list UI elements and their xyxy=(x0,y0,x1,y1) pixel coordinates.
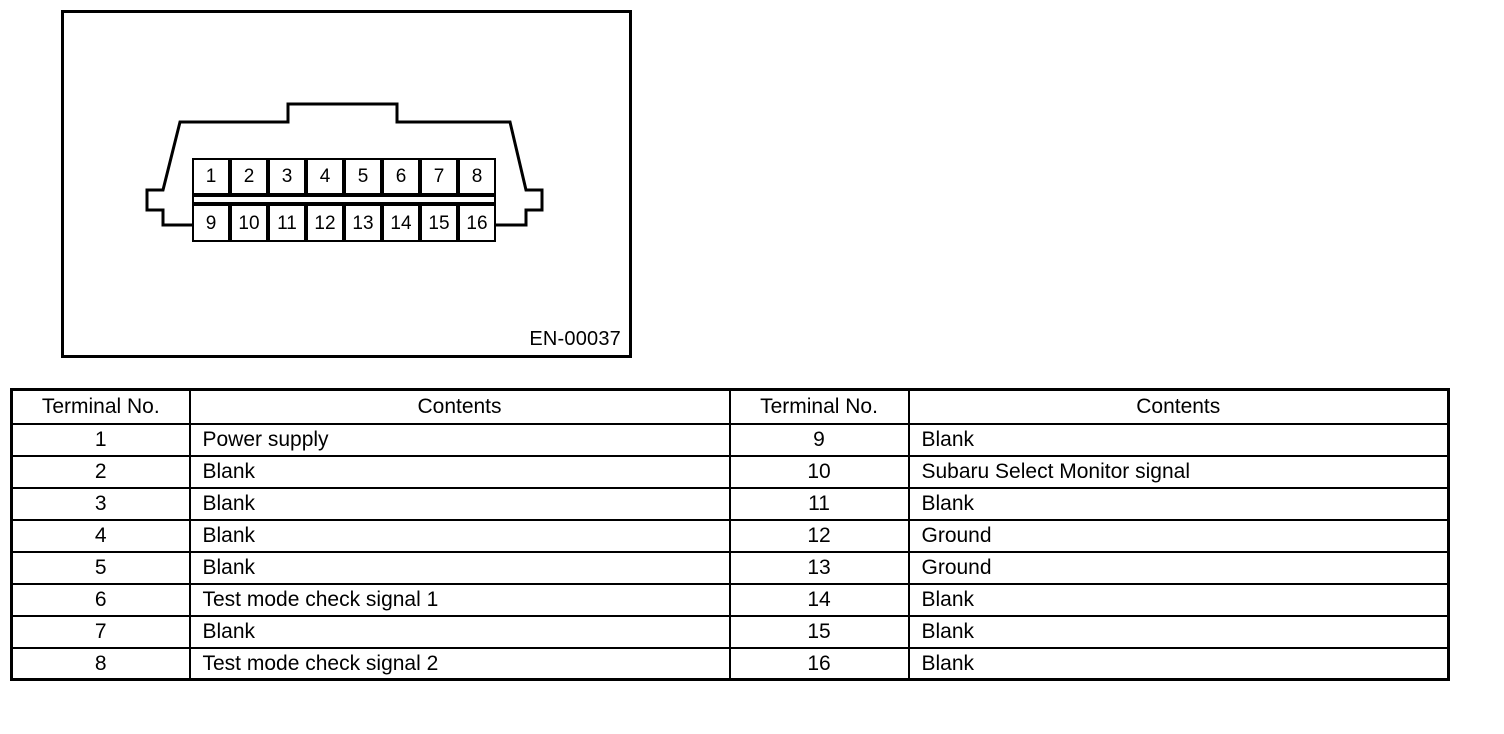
terminal-no-cell: 4 xyxy=(11,518,191,553)
contents-cell: Blank xyxy=(188,614,731,649)
pin-cell-14: 14 xyxy=(382,204,420,242)
terminal-no-cell: 10 xyxy=(728,454,910,489)
contents-cell: Blank xyxy=(188,454,731,489)
terminal-no-cell: 13 xyxy=(728,550,910,585)
terminal-contents-table: Terminal No. Contents Terminal No. Conte… xyxy=(10,388,1450,681)
contents-cell: Ground xyxy=(907,518,1449,553)
terminal-no-cell: 12 xyxy=(728,518,910,553)
terminal-no-cell: 6 xyxy=(11,582,191,617)
table-row: 1 Power supply 9 Blank xyxy=(11,422,1449,457)
pin-cell-13: 13 xyxy=(344,204,382,242)
pin-cell-6: 6 xyxy=(382,158,420,195)
terminal-no-cell: 2 xyxy=(11,454,191,489)
contents-cell: Test mode check signal 2 xyxy=(188,646,731,680)
terminal-no-cell: 7 xyxy=(11,614,191,649)
table-row: 8 Test mode check signal 2 16 Blank xyxy=(11,646,1449,680)
pin-cell-4: 4 xyxy=(306,158,344,195)
pin-cell-15: 15 xyxy=(420,204,458,242)
pin-row-divider xyxy=(192,195,496,204)
terminal-no-cell: 8 xyxy=(11,646,191,680)
pin-cell-12: 12 xyxy=(306,204,344,242)
pin-cell-1: 1 xyxy=(192,158,230,195)
header-contents-left: Contents xyxy=(188,389,731,425)
contents-cell: Blank xyxy=(188,550,731,585)
terminal-no-cell: 1 xyxy=(11,422,191,457)
table-header-row: Terminal No. Contents Terminal No. Conte… xyxy=(11,389,1449,425)
terminal-no-cell: 3 xyxy=(11,486,191,521)
terminal-no-cell: 9 xyxy=(728,422,910,457)
table-row: 7 Blank 15 Blank xyxy=(11,614,1449,649)
table-row: 6 Test mode check signal 1 14 Blank xyxy=(11,582,1449,617)
table-row: 4 Blank 12 Ground xyxy=(11,518,1449,553)
terminal-no-cell: 15 xyxy=(728,614,910,649)
terminal-no-cell: 11 xyxy=(728,486,910,521)
contents-cell: Blank xyxy=(907,422,1449,457)
terminal-no-cell: 16 xyxy=(728,646,910,680)
pin-cell-7: 7 xyxy=(420,158,458,195)
contents-cell: Blank xyxy=(188,518,731,553)
pin-cell-9: 9 xyxy=(192,204,230,242)
header-terminal-no-right: Terminal No. xyxy=(728,389,910,425)
pin-cell-3: 3 xyxy=(268,158,306,195)
contents-cell: Ground xyxy=(907,550,1449,585)
contents-cell: Blank xyxy=(907,486,1449,521)
contents-cell: Blank xyxy=(907,646,1449,680)
contents-cell: Blank xyxy=(188,486,731,521)
table-row: 5 Blank 13 Ground xyxy=(11,550,1449,585)
contents-cell: Blank xyxy=(907,582,1449,617)
table-row: 3 Blank 11 Blank xyxy=(11,486,1449,521)
contents-cell: Blank xyxy=(907,614,1449,649)
pin-cell-2: 2 xyxy=(230,158,268,195)
terminal-no-cell: 14 xyxy=(728,582,910,617)
header-terminal-no-left: Terminal No. xyxy=(11,389,191,425)
pin-cell-8: 8 xyxy=(458,158,496,195)
pin-cell-16: 16 xyxy=(458,204,496,242)
contents-cell: Subaru Select Monitor signal xyxy=(907,454,1449,489)
pin-cell-11: 11 xyxy=(268,204,306,242)
contents-cell: Test mode check signal 1 xyxy=(188,582,731,617)
table-row: 2 Blank 10 Subaru Select Monitor signal xyxy=(11,454,1449,489)
connector-diagram-panel: 1 2 3 4 5 6 7 8 9 10 11 12 13 14 15 16 E… xyxy=(61,10,632,358)
contents-cell: Power supply xyxy=(188,422,731,457)
pin-cell-10: 10 xyxy=(230,204,268,242)
pin-cell-5: 5 xyxy=(344,158,382,195)
figure-id-label: EN-00037 xyxy=(529,328,621,350)
terminal-no-cell: 5 xyxy=(11,550,191,585)
header-contents-right: Contents xyxy=(907,389,1449,425)
